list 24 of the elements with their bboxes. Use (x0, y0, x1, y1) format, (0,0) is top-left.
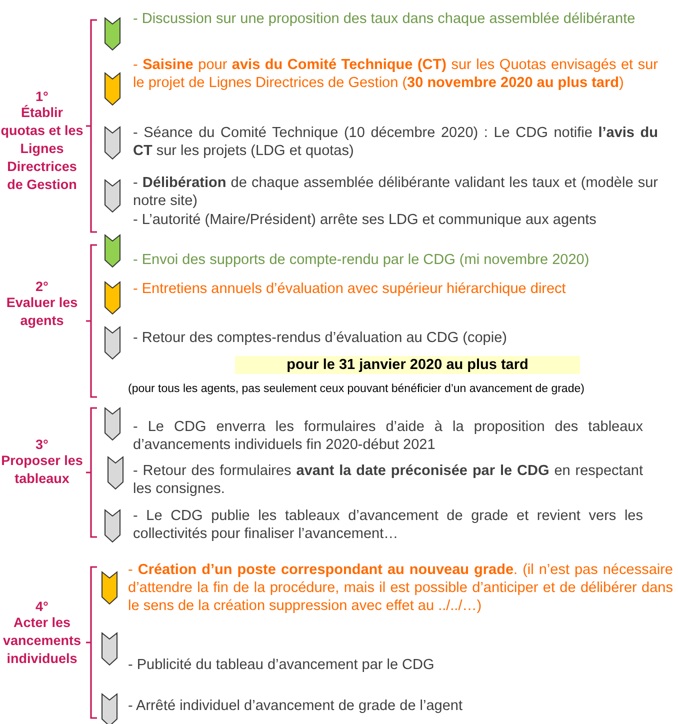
step-heading: 1° (34, 88, 50, 105)
step-heading: 4° (34, 598, 50, 616)
step-task: - Publicité du tableau d’avancement par le CDG (128, 656, 436, 674)
step-task: - Séance du Comité Technique (10 décembre 2020) : Le CDG notifie l’avis du CT sur les projets (LDG et quotas) (133, 124, 658, 160)
step-task: - L’autorité (Maire/Président) arrête ses LDG et communique aux agents (133, 211, 598, 229)
step-task: - Saisine pour avis du Comité Technique (CT) sur les Quotas envisagés et sur le projet de Lignes Directrices de Gestion (30 novembre 2020 au plus tard) (133, 56, 658, 92)
step-heading: 2° (34, 278, 50, 296)
step-task: - Le CDG publie les tableaux d’avancement de grade et revient vers les collectivités pour finaliser l’avancement… (133, 507, 643, 543)
step-task: - Entretiens annuels d’évaluation avec supérieur hiérarchique direct (133, 280, 567, 298)
step-task: - Arrêté individuel d’avancement de grade de l’agent (128, 697, 464, 715)
step-task: - Création d’un poste correspondant au nouveau grade. (il n’est pas nécessaire d’attendre la fin de la procédure, mais il est possible d’anticiper et de délibérer dans le sens de la création suppression avec effet au ../../…) (128, 561, 673, 615)
step-task: - Retour des formulaires avant la date préconisée par le CDG en respectant les consignes. (133, 462, 643, 498)
step-task: - Discussion sur une proposition des taux dans chaque assemblée délibérante (133, 10, 636, 28)
step-task: - Le CDG enverra les formulaires d’aide à la proposition des tableaux d’avancements individuels fin 2020-début 2021 (133, 418, 643, 454)
deadline-note: pour le 31 janvier 2020 au plus tard (235, 356, 580, 374)
step-task: - Retour des comptes-rendus d’évaluation au CDG (copie) (133, 329, 508, 347)
step-heading: Evaluer les agents (5, 294, 79, 330)
step-heading: Acter les vancements individuels (2, 614, 82, 668)
step-task: - Délibération de chaque assemblée délibérante validant les taux et (modèle sur notre site) (133, 174, 658, 210)
step-heading: Établir quotas et les Lignes Directrices de Gestion (0, 104, 84, 194)
footnote: (pour tous les agents, pas seulement ceux pouvant bénéficier d’un avancement de grade) (128, 382, 586, 397)
step-heading: 3° (34, 436, 50, 454)
step-heading: Proposer les tableaux (0, 452, 84, 488)
step-task: - Envoi des supports de compte-rendu par le CDG (mi novembre 2020) (133, 251, 590, 269)
